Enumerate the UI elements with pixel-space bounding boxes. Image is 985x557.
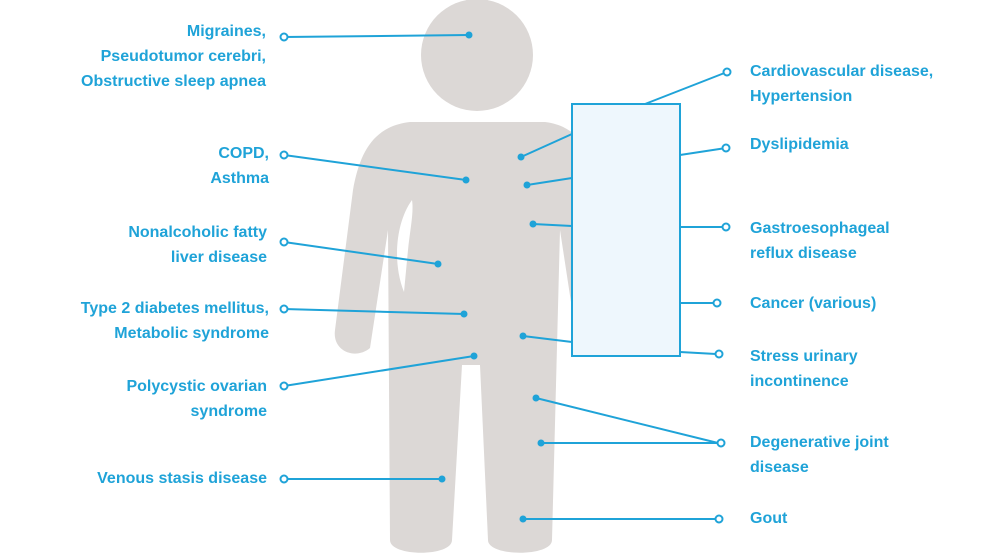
label-line: Degenerative joint [750,430,889,455]
label-pcos: Polycystic ovarian syndrome [126,374,267,424]
connector-incontinence [680,352,716,354]
endpoint-copd [281,152,288,159]
endpoint-nafld [281,239,288,246]
label-copd: COPD, Asthma [210,141,269,191]
label-gerd: Gastroesophageal reflux disease [750,216,890,266]
endpoint-incontinence [716,351,723,358]
endpoint-diabetes [281,306,288,313]
connector-dyslipidemia [680,148,726,155]
organ-panel [572,104,680,356]
label-incontinence: Stress urinary incontinence [750,344,858,394]
connector-joint-upper [536,398,718,443]
label-line: Obstructive sleep apnea [81,69,266,94]
dot-stomach [530,221,537,228]
label-line: Type 2 diabetes mellitus, [81,296,269,321]
dot-leg [439,476,446,483]
endpoint-venous [281,476,288,483]
label-line: Nonalcoholic fatty [128,220,267,245]
dot-knee-lower [538,440,545,447]
endpoint-gerd [723,224,730,231]
label-line: Stress urinary [750,344,858,369]
dot-abdomen [461,311,468,318]
dot-liver [435,261,442,268]
label-line: Cancer (various) [750,291,876,316]
head-shape [421,0,533,111]
label-joint: Degenerative joint disease [750,430,889,480]
endpoint-gout [716,516,723,523]
dot-bladder [520,333,527,340]
endpoint-pcos [281,383,288,390]
label-line: liver disease [128,245,267,270]
label-venous: Venous stasis disease [97,466,267,491]
label-nafld: Nonalcoholic fatty liver disease [128,220,267,270]
dot-chest [524,182,531,189]
label-diabetes: Type 2 diabetes mellitus, Metabolic synd… [81,296,269,346]
label-line: Dyslipidemia [750,132,849,157]
label-line: Venous stasis disease [97,466,267,491]
label-line: syndrome [126,399,267,424]
label-line: reflux disease [750,241,890,266]
dot-knee-upper [533,395,540,402]
dot-heart [518,154,525,161]
label-migraines: Migraines, Pseudotumor cerebri, Obstruct… [81,19,266,94]
label-line: incontinence [750,369,858,394]
dot-pelvis [471,353,478,360]
label-line: COPD, [210,141,269,166]
label-dyslipidemia: Dyslipidemia [750,132,849,157]
label-line: Cardiovascular disease, [750,59,933,84]
connector-cardiovascular [645,72,727,104]
dot-lungs [463,177,470,184]
label-line: disease [750,455,889,480]
endpoint-cancer [714,300,721,307]
label-line: Pseudotumor cerebri, [81,44,266,69]
dot-foot [520,516,527,523]
label-line: Gastroesophageal [750,216,890,241]
label-line: Gout [750,506,787,531]
endpoint-migraines [281,34,288,41]
endpoint-dyslipidemia [723,145,730,152]
label-line: Migraines, [81,19,266,44]
label-cardiovascular: Cardiovascular disease, Hypertension [750,59,933,109]
endpoint-joint [718,440,725,447]
label-line: Asthma [210,166,269,191]
label-cancer: Cancer (various) [750,291,876,316]
label-line: Hypertension [750,84,933,109]
label-gout: Gout [750,506,787,531]
label-line: Metabolic syndrome [81,321,269,346]
label-line: Polycystic ovarian [126,374,267,399]
dot-head [466,32,473,39]
endpoint-cardiovascular [724,69,731,76]
